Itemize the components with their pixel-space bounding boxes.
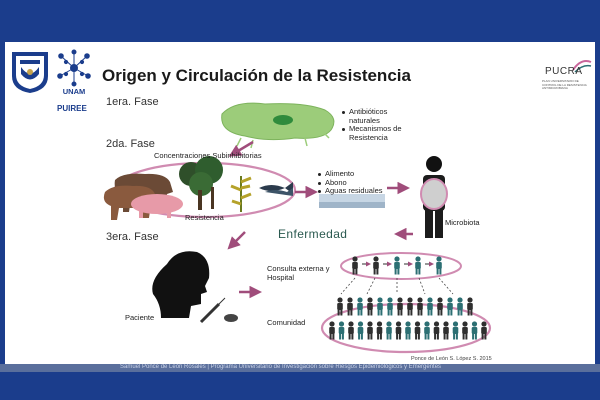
syringe-icon — [199, 297, 226, 324]
community-people-row-1 — [337, 297, 473, 316]
community-person-icon — [376, 321, 383, 340]
puiree-network-icon — [57, 49, 91, 87]
community-person-icon — [471, 321, 478, 340]
subinhibitory-label: Concentraciones Subinhibitorias — [154, 151, 262, 160]
community-people-row-2 — [329, 321, 487, 340]
bullet-natural-antibiotics: Antibióticos naturales — [341, 107, 409, 125]
fish-illustration — [259, 182, 293, 196]
community-ellipse — [320, 302, 492, 354]
hospital-ellipse — [340, 252, 462, 280]
community-person-icon — [417, 297, 423, 316]
bullet-resistance-mechanisms: Mecanismos de Resistencia — [341, 124, 415, 142]
community-person-icon — [462, 321, 468, 340]
disease-label: Enfermedad — [278, 227, 348, 241]
phase-2-label: 2da. Fase — [106, 138, 155, 150]
pig-illustration — [131, 194, 183, 218]
community-person-icon — [414, 321, 421, 340]
resistance-label: Resistencia — [185, 213, 224, 222]
microbiota-person-icon — [420, 156, 448, 238]
arrow-phase1-to-phase2 — [228, 140, 254, 157]
patient-label: Paciente — [125, 313, 155, 322]
community-person-icon — [447, 297, 453, 316]
community-person-icon — [452, 321, 459, 340]
bullet-fertilizer: Abono — [317, 178, 383, 188]
community-person-icon — [347, 297, 353, 316]
pucra-swirl-icon — [572, 60, 592, 73]
bullet-wastewater: Aguas residuales — [317, 186, 383, 196]
pucra-logo-text: PUCRA — [545, 66, 583, 77]
puiree-logo-text: PUIREE — [57, 104, 87, 113]
community-person-icon — [424, 321, 430, 340]
pucra-logo-subtitle: PLAN UNIVERSITARIO DE CONTROL DE LA RESI… — [542, 79, 587, 90]
community-person-icon — [357, 321, 364, 340]
bullet-food: Alimento — [317, 169, 383, 179]
community-person-icon — [357, 297, 363, 316]
slide: UNAM PUIREE PUCRA PLAN UNIVERSITARIO DE … — [5, 42, 595, 368]
community-person-icon — [367, 297, 373, 316]
phase2-bullets: Alimento Abono Aguas residuales — [317, 169, 383, 196]
community-person-icon — [427, 297, 433, 316]
spread-lines — [340, 277, 454, 295]
community-person-icon — [377, 297, 383, 316]
wastewater-illustration — [319, 194, 385, 208]
trees-illustration — [179, 156, 223, 210]
community-person-icon — [437, 297, 443, 316]
microbiota-label: Microbiota — [445, 218, 480, 227]
unam-shield-logo — [12, 52, 48, 93]
community-person-icon — [387, 297, 393, 316]
community-person-icon — [348, 321, 354, 340]
community-person-icon — [407, 297, 413, 316]
diagram-canvas — [103, 102, 492, 354]
phase-3-label: 3era. Fase — [106, 231, 159, 243]
community-person-icon — [457, 297, 463, 316]
bacterium-illustration — [221, 102, 335, 149]
community-label: Comunidad — [267, 318, 306, 327]
community-person-icon — [386, 321, 392, 340]
phase1-bullets: Antibióticos naturales Mecanismos de Res… — [341, 107, 415, 142]
community-person-icon — [329, 321, 335, 340]
community-person-icon — [433, 321, 440, 340]
hospital-label: Consulta externa y Hospital — [267, 264, 330, 282]
community-person-icon — [338, 321, 345, 340]
footer-caption: Samuel Ponce de León Rosales | Programa … — [120, 364, 442, 370]
slide-title: Origen y Circulación de la Resistencia — [102, 66, 411, 85]
community-person-icon — [443, 321, 449, 340]
community-person-icon — [395, 321, 402, 340]
unam-logo-text: UNAM — [62, 87, 86, 96]
community-person-icon — [367, 321, 373, 340]
footer-strip: Samuel Ponce de León Rosales | Programa … — [0, 364, 600, 372]
arrow-phase2-to-phase3 — [227, 231, 246, 250]
community-person-icon — [405, 321, 411, 340]
patient-head-icon — [152, 251, 210, 318]
plant-illustration — [230, 176, 252, 212]
hospital-people-group — [352, 256, 442, 275]
community-person-icon — [397, 297, 403, 316]
phase-1-label: 1era. Fase — [106, 96, 159, 108]
source-credit: Ponce de León S. López S. 2015 — [411, 356, 492, 362]
pill-icon — [224, 314, 238, 322]
